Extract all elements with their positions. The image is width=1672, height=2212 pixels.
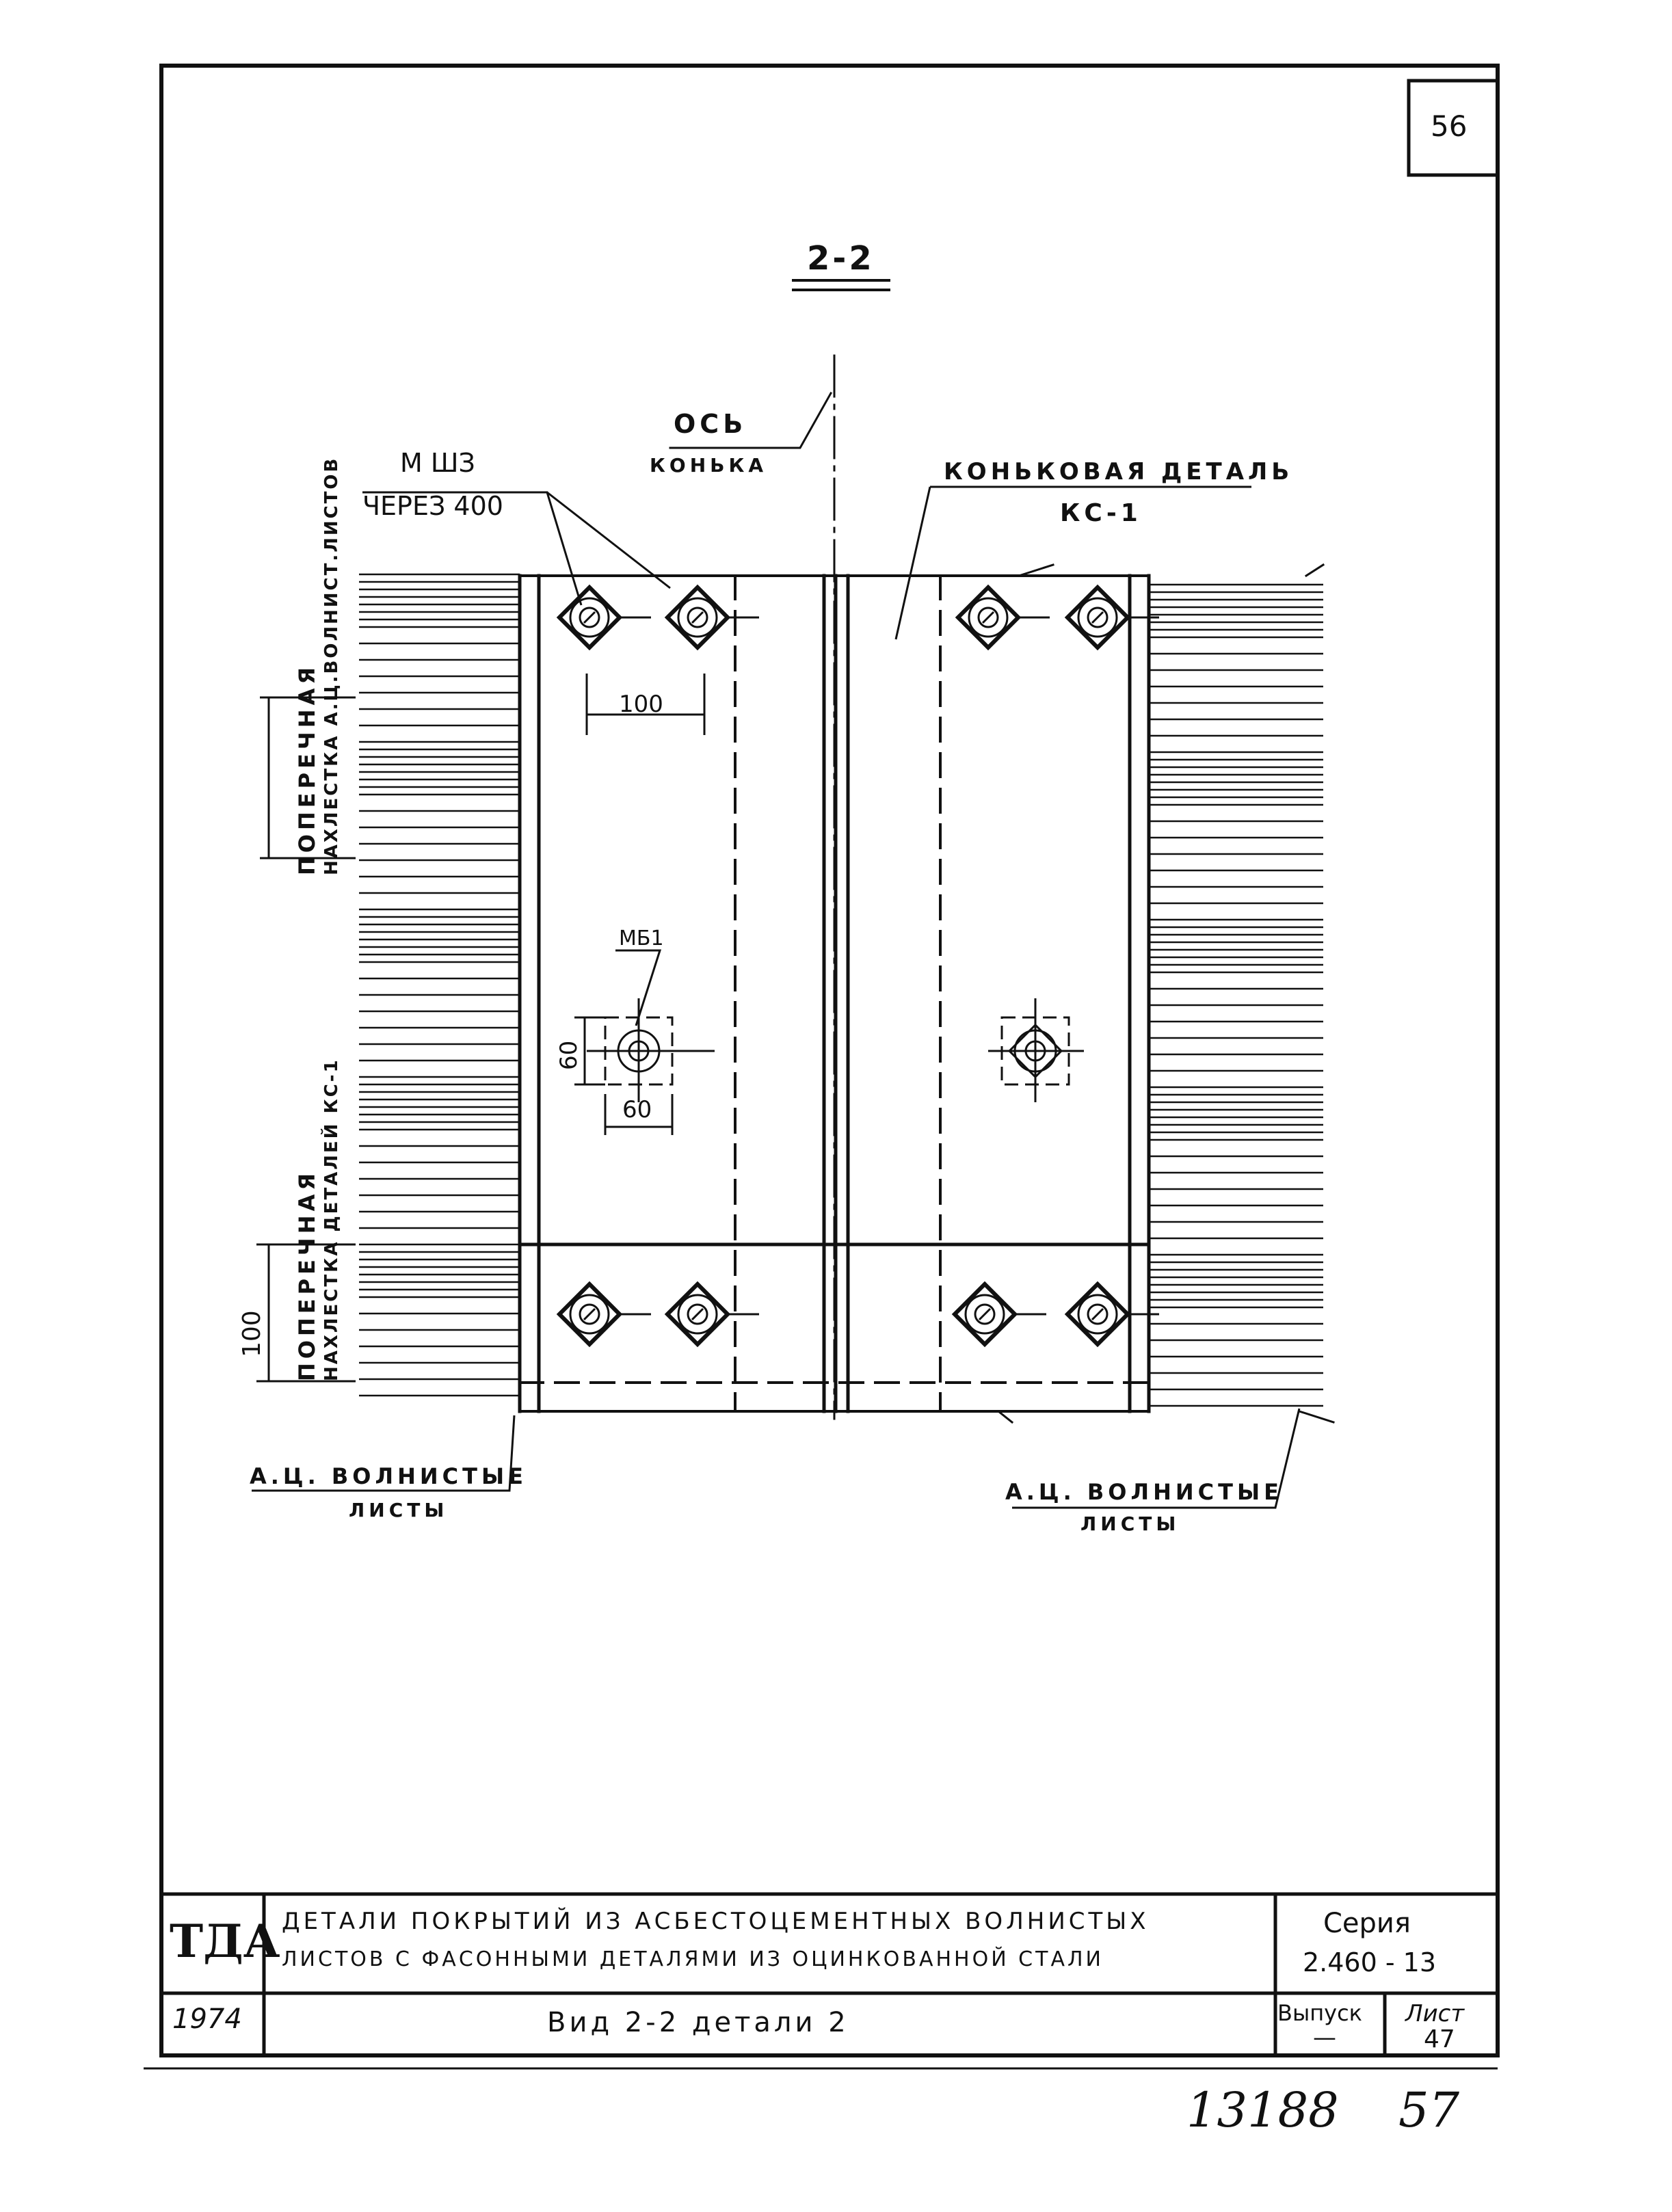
issue-value: — <box>1313 2024 1336 2051</box>
org-mark: ТДА <box>170 1915 280 1968</box>
sheet-title: Вид 2-2 детали 2 <box>547 2007 849 2038</box>
corrugated-sheets-right <box>1149 583 1323 1407</box>
overlap-sheets-label-line2: НАХЛЕСТКА А.Ц.ВОЛНИСТ.ЛИСТОВ <box>321 456 342 875</box>
bolt <box>556 1281 651 1348</box>
dimension-100-left: 100 <box>238 1310 266 1357</box>
dimension-60-horizontal: 60 <box>622 1096 652 1123</box>
washer-right <box>988 998 1084 1102</box>
series-label: Серия <box>1323 1908 1411 1939</box>
series-value: 2.460 - 13 <box>1303 1947 1437 1977</box>
overlap-sheets-label-line1: ПОПЕРЕЧНАЯ <box>294 663 320 875</box>
bolt-label: М ШЗ <box>400 448 475 478</box>
axis-label-bottom: КОНЬКА <box>650 454 768 477</box>
washer-left <box>587 998 715 1102</box>
drawing-frame <box>159 64 1500 2057</box>
list-value: 47 <box>1424 2025 1455 2053</box>
issue-label: Выпуск <box>1277 2000 1362 2026</box>
sheets-right-label-2: ЛИСТЫ <box>1080 1513 1180 1535</box>
ridge-part-code: КС-1 <box>1060 499 1142 527</box>
list-label: Лист <box>1405 2000 1465 2027</box>
bolt <box>1064 584 1159 651</box>
washer-label: МБ1 <box>619 927 664 950</box>
section-mark: 2-2 <box>807 239 875 278</box>
axis-label-top: ОСЬ <box>674 409 747 439</box>
handwritten-number: 13188 <box>1186 2082 1339 2138</box>
bolt <box>556 584 651 651</box>
bolt <box>664 1281 759 1348</box>
corrugated-sheets-left <box>359 573 520 1397</box>
bolt <box>1064 1281 1159 1348</box>
page-number: 56 <box>1431 109 1468 143</box>
bolt-spacing-label: ЧЕРЕЗ 400 <box>362 491 503 521</box>
bolt <box>664 584 759 651</box>
bolt <box>955 584 1050 651</box>
title-line-1: ДЕТАЛИ ПОКРЫТИЙ ИЗ АСБЕСТОЦЕМЕНТНЫХ ВОЛН… <box>282 1908 1150 1935</box>
bolt <box>951 1281 1046 1348</box>
overlap-parts-label-line2: НАХЛЕСТКА ДЕТАЛЕЙ КС-1 <box>321 1058 342 1381</box>
overlap-parts-label-line1: ПОПЕРЕЧНАЯ <box>294 1169 320 1381</box>
sheets-left-label-2: ЛИСТЫ <box>349 1499 449 1521</box>
year: 1974 <box>172 2003 242 2035</box>
dimension-60-vertical: 60 <box>555 1040 583 1070</box>
page-number-box <box>1407 79 1500 177</box>
dimension-100-top: 100 <box>619 691 663 718</box>
title-line-2: ЛИСТОВ С ФАСОННЫМИ ДЕТАЛЯМИ ИЗ ОЦИНКОВАН… <box>282 1947 1104 1971</box>
ridge-part-label: КОНЬКОВАЯ ДЕТАЛЬ <box>944 458 1294 485</box>
sheets-left-label: А.Ц. ВОЛНИСТЫЕ <box>250 1463 527 1489</box>
sheets-right-label: А.Ц. ВОЛНИСТЫЕ <box>1005 1479 1283 1505</box>
handwritten-page: 57 <box>1398 2082 1460 2138</box>
